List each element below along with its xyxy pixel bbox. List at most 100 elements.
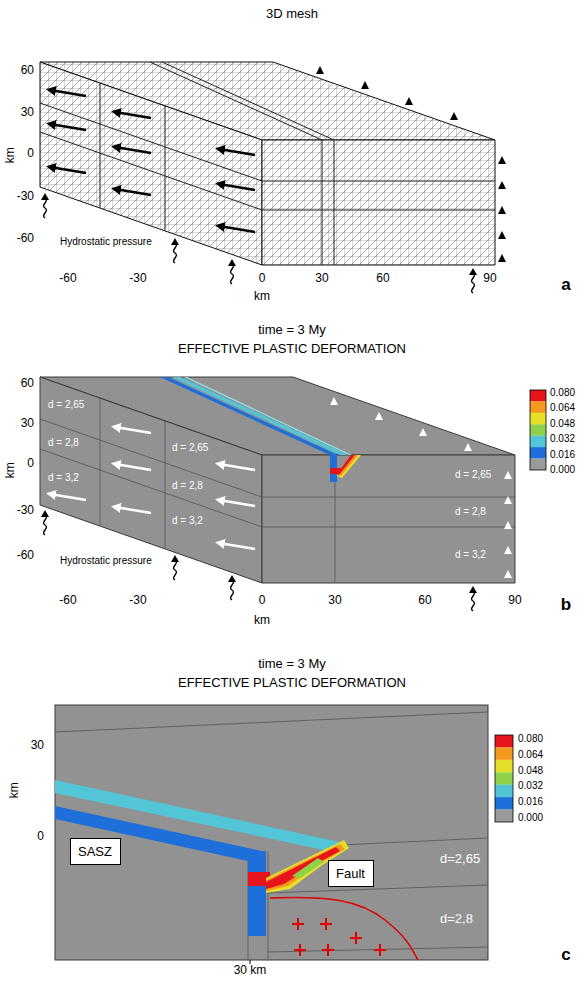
- mesh-line: [40, 62, 495, 265]
- extension-arrow: [219, 464, 255, 470]
- colorbar: [495, 797, 513, 810]
- pressure-squiggle: [44, 198, 475, 293]
- mesh-block: [262, 140, 495, 265]
- extension-arrow: [115, 147, 151, 153]
- colorbar: [530, 390, 546, 470]
- layer-density: d = 3,2: [48, 472, 79, 484]
- model-block: [40, 377, 515, 583]
- axis-tick: 90: [508, 593, 521, 607]
- extension-arrow: [115, 507, 151, 513]
- zone-label-box: Fault: [328, 860, 374, 887]
- axis-tick: 0: [259, 271, 266, 285]
- colorbar: [495, 785, 513, 798]
- shear-zone-strain: [337, 455, 361, 478]
- pressure-squiggle: [41, 510, 477, 593]
- colorbar-value: 0.032: [550, 433, 575, 445]
- shear-zone-strain: [55, 780, 344, 936]
- axis-tick: 30: [21, 105, 34, 119]
- shear-zone-strain: [55, 806, 262, 864]
- pressure-squiggle: [41, 510, 49, 517]
- colorbar-value: 0.016: [518, 796, 543, 808]
- pressure-squiggle: [41, 193, 477, 275]
- zoom-section: [55, 705, 488, 960]
- fixed-boundary-marker: [450, 112, 458, 120]
- extension-arrow: [115, 427, 151, 433]
- extension-arrow: [115, 464, 151, 470]
- axis-title: km: [254, 613, 270, 627]
- panel-title: time = 3 My: [258, 322, 326, 338]
- mesh-line: [40, 103, 495, 210]
- axis-tick: -30: [129, 593, 146, 607]
- fault-strain: [292, 858, 324, 878]
- pressure-squiggle: [231, 580, 234, 600]
- fixed-boundary-marker: [504, 471, 512, 479]
- pressure-squiggle: [44, 198, 47, 218]
- model-block: [262, 455, 515, 583]
- mesh-block: [40, 62, 495, 265]
- shear-zone-strain: [337, 455, 358, 476]
- fixed-boundary-marker: [330, 397, 512, 578]
- pressure-squiggle: [174, 560, 177, 580]
- colorbar: [495, 735, 513, 822]
- extension-arrow: [219, 184, 255, 190]
- layer-boundary: [40, 419, 515, 527]
- zoom-section: [55, 705, 488, 960]
- pressure-squiggle: [41, 193, 477, 293]
- extension-arrow: [219, 543, 255, 549]
- fixed-boundary-marker: [504, 546, 512, 554]
- colorbar-value: 0.032: [518, 780, 543, 792]
- extension-arrow: [219, 149, 255, 155]
- pressure-squiggle: [44, 515, 47, 535]
- axis-tick: 30: [31, 738, 44, 752]
- colorbar-value: 0.048: [518, 765, 543, 777]
- extension-arrow: [115, 189, 151, 195]
- fixed-boundary-marker: [498, 206, 506, 214]
- axis-tick: 30: [328, 593, 341, 607]
- axis-tick: -30: [17, 503, 34, 517]
- colorbar: [530, 413, 546, 425]
- axis-title: km: [254, 289, 270, 303]
- fixed-boundary-marker: [464, 443, 472, 451]
- zone-label-box: SASZ: [70, 838, 121, 865]
- layer-density: d = 2,65: [48, 399, 84, 411]
- colorbar: [495, 772, 513, 785]
- extension-arrow: [219, 226, 255, 232]
- colorbar: [530, 390, 546, 402]
- axis-tick: 0: [259, 593, 266, 607]
- colorbar-value: 0.016: [550, 449, 575, 461]
- layer-density: d = 3,2: [172, 515, 203, 527]
- axis-tick: 0: [37, 829, 44, 843]
- layer-boundary: [55, 712, 488, 960]
- mesh-line: [100, 83, 165, 231]
- pressure-squiggle: [472, 273, 475, 293]
- extension-arrow: [115, 112, 151, 118]
- colorbar: [530, 436, 546, 448]
- axis-tick: 0: [27, 146, 34, 160]
- colorbar: [495, 747, 513, 760]
- granite-body: [270, 898, 418, 960]
- axis-tick: -30: [17, 189, 34, 203]
- axis-tick: -30: [129, 271, 146, 285]
- colorbar-value: 0.064: [518, 749, 543, 761]
- colorbar: [530, 424, 546, 436]
- fixed-boundary-marker: [504, 521, 512, 529]
- axis-tick: 60: [376, 271, 389, 285]
- colorbar: [495, 760, 513, 773]
- layer-density: d = 2,8: [455, 506, 486, 518]
- fixed-boundary-marker: [498, 254, 506, 262]
- fixed-boundary-marker: [405, 97, 413, 105]
- zone-label: SASZ: [78, 844, 112, 861]
- layer-density: d = 2,65: [455, 469, 491, 481]
- axis-tick: 0: [27, 456, 34, 470]
- panel-title: 3D mesh: [266, 6, 318, 22]
- pressure-squiggle: [228, 259, 236, 266]
- axis-title: km: [3, 462, 17, 478]
- extension-arrow: [219, 500, 255, 506]
- layer-density: d = 2,8: [172, 480, 203, 492]
- shear-zone-strain: [160, 377, 361, 482]
- axis-tick: -60: [59, 593, 76, 607]
- fixed-boundary-marker: [330, 397, 338, 405]
- pressure-squiggle: [41, 193, 49, 200]
- panel-letter: b: [561, 595, 571, 615]
